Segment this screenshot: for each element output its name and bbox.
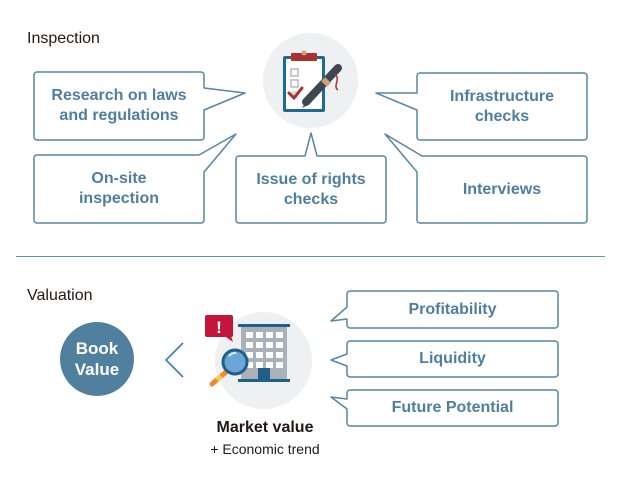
- book-value-label: Book Value: [74, 339, 120, 379]
- building-magnifier-alert-icon: !: [205, 315, 290, 387]
- bubble-profitability: [330, 290, 559, 329]
- alert-badge: [205, 315, 233, 337]
- item-onsite-inspection: On-site inspection: [78, 170, 159, 207]
- item-interviews: Interviews: [462, 180, 542, 198]
- inspection-title: Inspection: [27, 30, 100, 47]
- bubble-rights: [235, 132, 387, 224]
- bubble-liquidity: [330, 340, 559, 378]
- less-than-chevron-icon: [164, 342, 184, 378]
- economic-trend-label: + Economic trend: [210, 441, 320, 457]
- factor-future-potential: Future Potential: [391, 399, 514, 416]
- factor-liquidity: Liquidity: [419, 350, 486, 367]
- bubble-research: [33, 71, 246, 141]
- clipboard-checklist-pen-icon: [283, 50, 342, 112]
- valuation-title: Valuation: [27, 287, 93, 304]
- book-value-circle: Book Value: [60, 322, 134, 396]
- item-issue-of-rights: Issue of rights checks: [256, 170, 366, 208]
- item-infrastructure-checks: Infrastructure checks: [449, 87, 555, 125]
- market-value-label: Market value: [216, 419, 314, 436]
- bubble-interviews: [384, 133, 588, 224]
- bubble-future-potential: [330, 389, 559, 427]
- bubble-infrastructure: [375, 72, 588, 141]
- bubble-onsite: [33, 133, 237, 224]
- alert-mark: !: [216, 318, 222, 337]
- factor-profitability: Profitability: [408, 300, 497, 318]
- item-research-laws: Research on laws and regulations: [51, 87, 187, 124]
- section-divider: [16, 256, 605, 257]
